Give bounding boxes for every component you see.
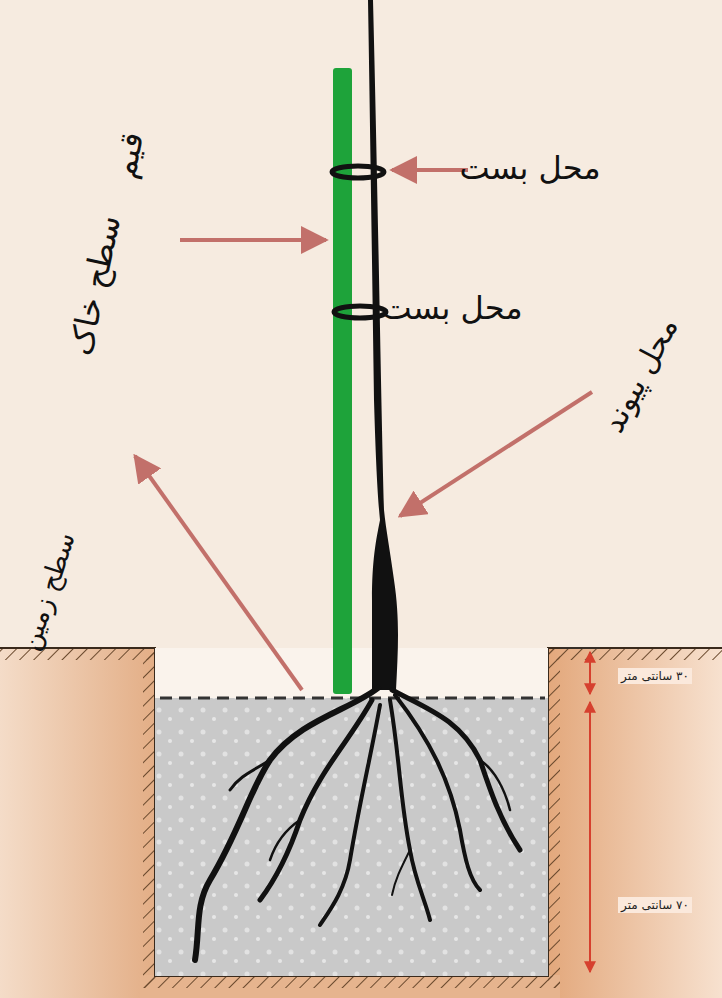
graft-point-label: محل پیوند: [595, 312, 685, 439]
soil-surface-label: سطح خاک: [61, 212, 128, 359]
dimension-label: ۷۰ سانتی متر: [618, 897, 692, 913]
stake-label: قیم: [104, 128, 151, 181]
ground-surface-label: سطح زمین: [14, 529, 81, 655]
dimension-label: ۳۰ سانتی متر: [618, 668, 692, 684]
tie-point-label: محل بست: [381, 289, 522, 327]
tie-point-label: محل بست: [459, 149, 600, 187]
